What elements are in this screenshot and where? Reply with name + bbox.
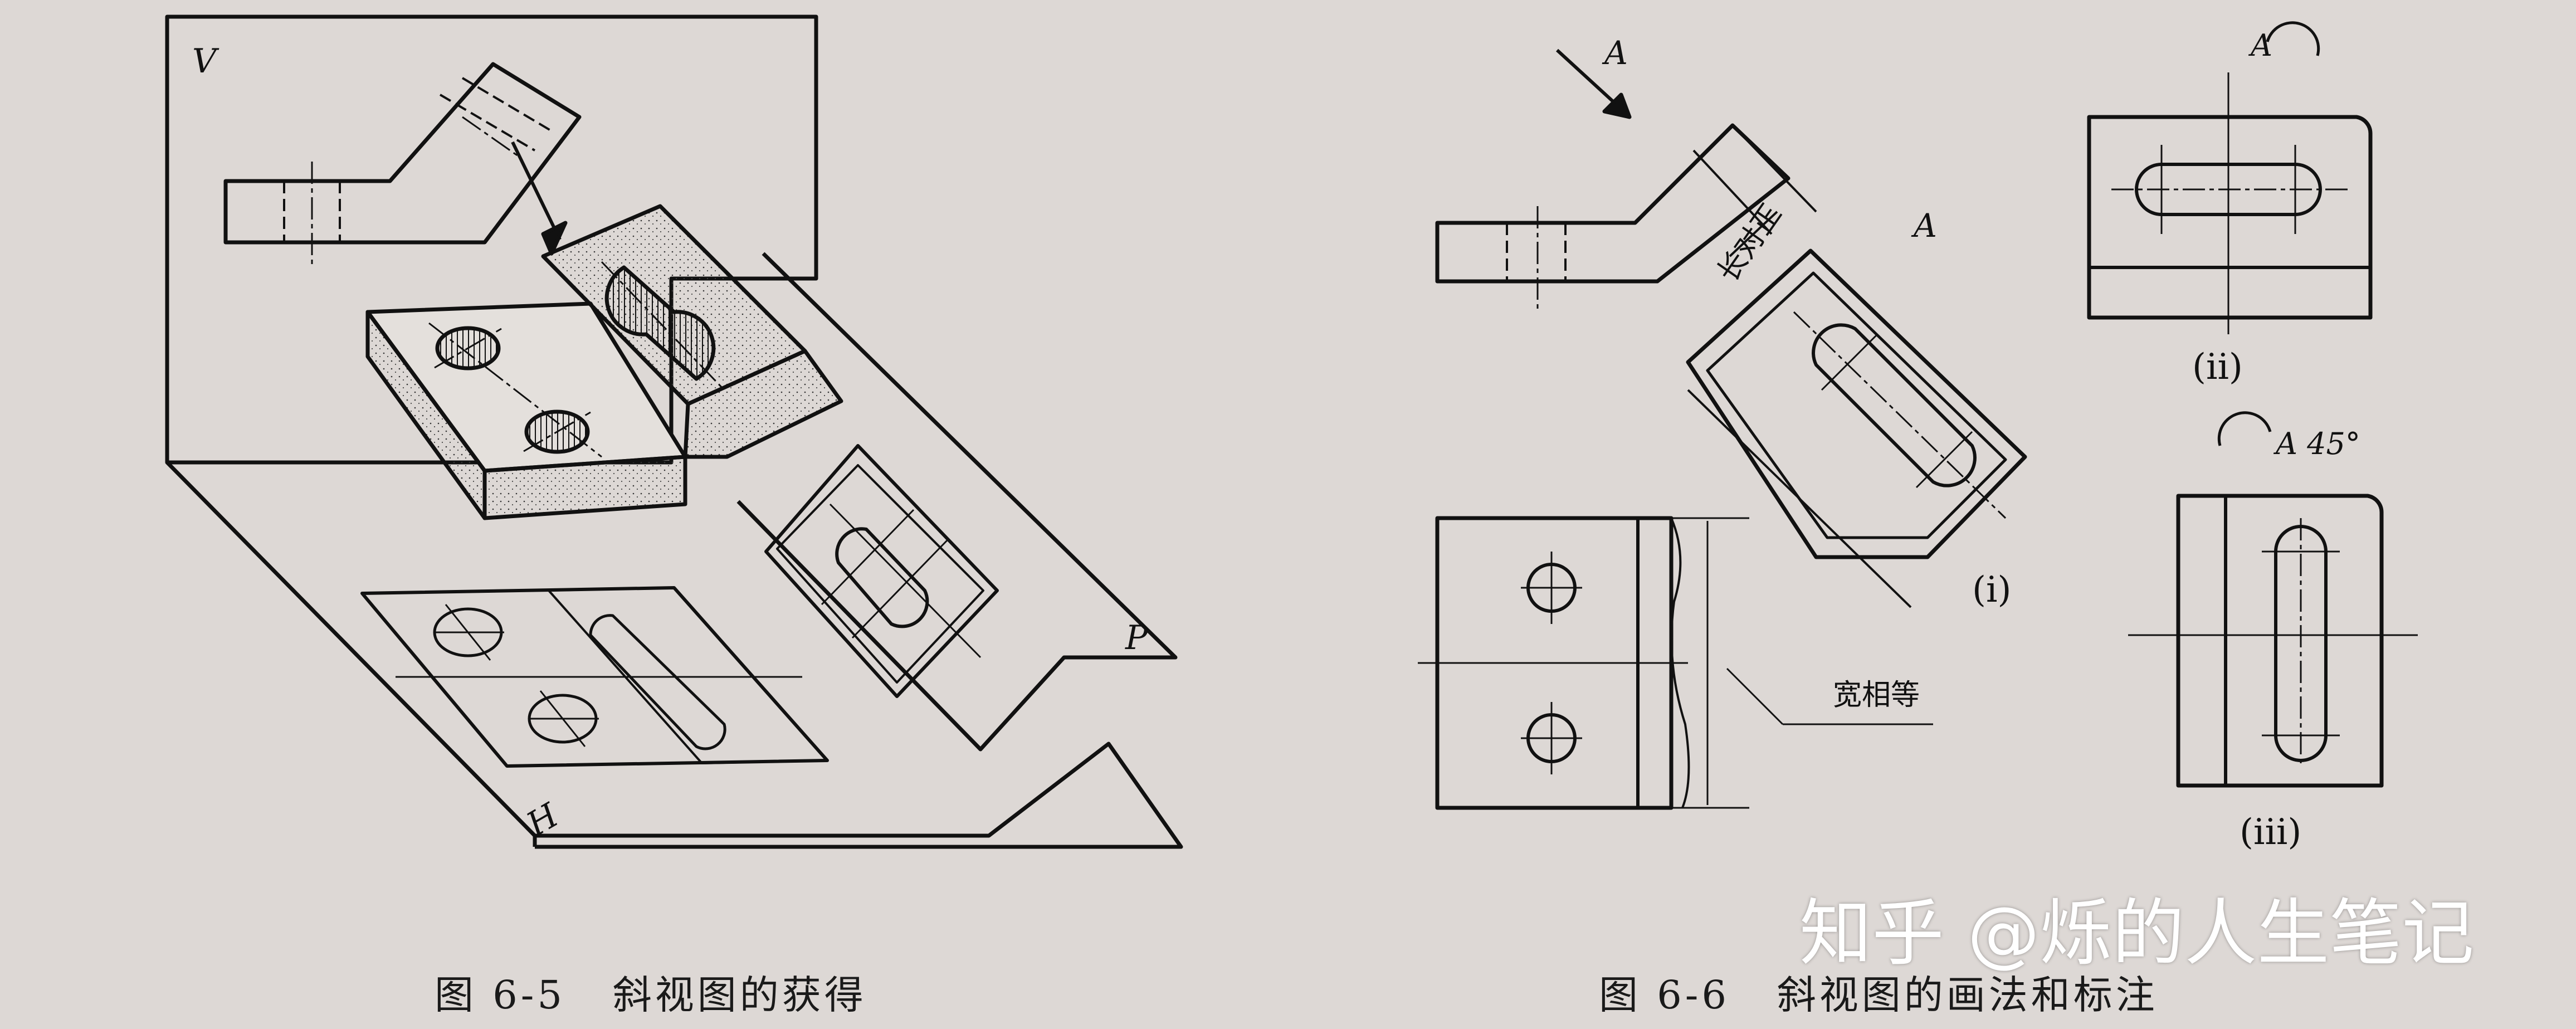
part-inclined-side	[683, 349, 843, 459]
figure-6-5-caption: 图 6-5 斜视图的获得	[435, 972, 867, 1018]
h-plane	[165, 461, 1183, 849]
rotation-arrow-ii	[2266, 21, 2320, 56]
view-ii-label: (ii)	[2192, 347, 2243, 388]
oblique-view-iii	[2128, 411, 2418, 788]
view-ii-name: A	[2248, 28, 2272, 63]
projection-arrow	[511, 141, 562, 241]
plane-v-label: V	[192, 42, 219, 81]
oblique-view-label: A	[1911, 207, 1937, 245]
watermark: 知乎 @烁的人生笔记	[1799, 891, 2475, 976]
oblique-view-i	[1686, 248, 2027, 608]
view-direction-label: A	[1602, 34, 1628, 72]
figure-6-6	[1418, 21, 2418, 810]
dim-long-lines	[1692, 124, 1817, 257]
front-view	[1435, 123, 1790, 284]
part-base-side	[482, 455, 687, 520]
view-iii-name: A 45°	[2273, 426, 2360, 461]
view-direction-arrow-head	[1602, 92, 1632, 119]
oblique-view-ii	[2087, 21, 2373, 334]
v-projection	[223, 62, 582, 245]
plane-p-label: P	[1125, 618, 1149, 657]
view-i-label: (i)	[1972, 569, 2011, 611]
p-projection	[764, 444, 999, 698]
rotation-arrow-iii	[2217, 411, 2272, 446]
figure-6-5	[165, 14, 1183, 849]
h-projection	[360, 586, 829, 768]
view-iii-label: (iii)	[2240, 812, 2301, 853]
bottom-view	[1418, 516, 1933, 810]
projection-arrow-head	[541, 221, 568, 256]
dim-wide-label: 宽相等	[1833, 679, 1920, 712]
p-plane	[736, 252, 1178, 752]
figure-6-6-caption: 图 6-6 斜视图的画法和标注	[1599, 972, 2158, 1018]
